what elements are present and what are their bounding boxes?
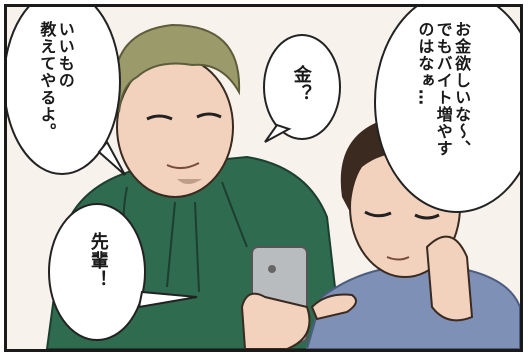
senpai-smile — [166, 162, 200, 169]
bubble-money-question — [263, 34, 341, 143]
kouhai-mouth — [386, 256, 410, 261]
kouhai-right-eye — [414, 213, 440, 220]
comic-illustration — [7, 7, 520, 349]
senpai-stubble — [177, 179, 202, 184]
bubble-senpai-call-text: 先輩！ — [87, 232, 109, 289]
phone-camera-icon — [268, 265, 276, 273]
bubble-kouhai-thought-text: お金欲しいな〜、 でもバイト増やす のはなぁ… — [415, 21, 472, 157]
bubble-senpai-offer-text: いいもの 教えてやるよ。 — [37, 21, 75, 140]
senpai-right-eye — [196, 112, 222, 119]
senpai-hand-on-shoulder — [310, 293, 357, 321]
bubble-kouhai-thought — [374, 7, 520, 213]
hoodie-string — [166, 201, 176, 288]
hoodie-string — [194, 201, 200, 293]
smartphone — [240, 246, 311, 349]
hoodie-fold — [221, 181, 248, 248]
senpai-left-eye — [146, 114, 173, 121]
bubble-money-question-text: 金？ — [290, 65, 312, 103]
comic-panel: いいもの 教えてやるよ。 金？ お金欲しいな〜、 でもバイト増やす のはなぁ… … — [4, 4, 523, 352]
senpai-hand-holding-phone — [240, 292, 311, 349]
kouhai-hand-on-cheek — [425, 235, 474, 322]
bubble-senpai-call — [48, 203, 198, 341]
kouhai-left-eye — [364, 210, 392, 218]
senpai-hair — [113, 23, 241, 113]
bubble-senpai-offer — [7, 7, 126, 176]
